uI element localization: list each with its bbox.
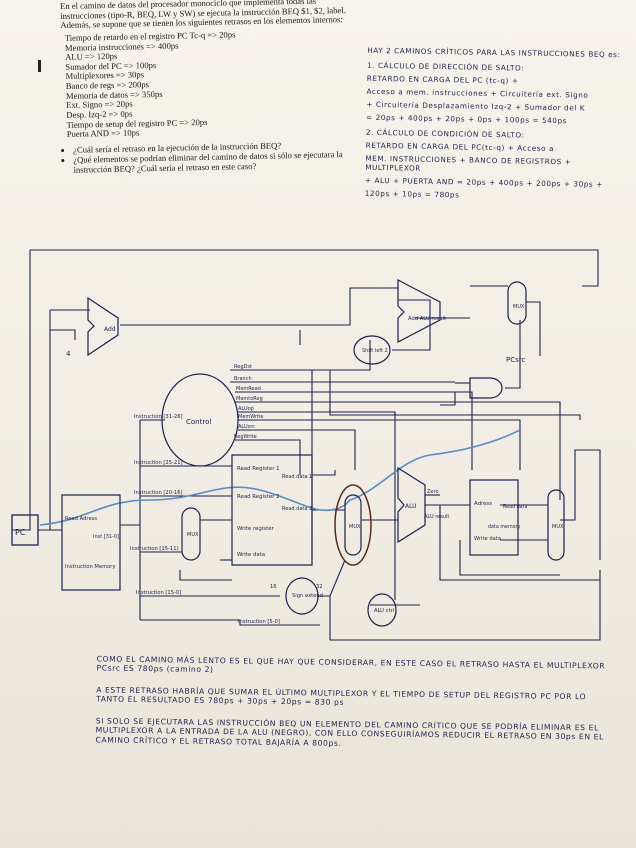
write-data: Write data <box>237 552 265 558</box>
read-register-1: Read Register 1 <box>237 466 280 472</box>
imem-read-address: Read Adress <box>65 516 97 522</box>
signal-label: Branch <box>234 376 252 382</box>
instr-field-label: Instruction [15-11] <box>130 546 179 552</box>
dmem-address: Adress <box>474 501 492 507</box>
instr-field-label: Instruction [20-16] <box>134 490 183 496</box>
pcsrc-mux <box>508 282 526 324</box>
pc-label: PC <box>15 528 26 537</box>
instr-field-label: Instruction [15-0] <box>136 590 181 596</box>
mux-label: MUX <box>552 524 564 530</box>
alu-result: ALU result <box>424 514 449 520</box>
bottom-handwritten-notes: COMO EL CAMINO MÁS LENTO ES EL QUE HAY Q… <box>95 654 612 764</box>
read-register-2: Read Register 2 <box>237 494 280 500</box>
signal-label: MemtoReg <box>236 396 263 402</box>
dmem-write-data: Write data <box>474 536 501 542</box>
write-register: Write register <box>237 526 275 532</box>
datapath-wires <box>12 250 600 640</box>
dmem-read-data: Read data <box>503 504 527 510</box>
signal-label: RegDst <box>234 364 252 370</box>
bits-16-label: 16 <box>270 584 277 590</box>
instr-field-label: Instruction [31-26] <box>134 414 183 420</box>
imem-label: Instruction Memory <box>65 564 116 570</box>
conclusion-total-delay: A ESTE RETRASO HABRÍA QUE SUMAR EL ÚLTIM… <box>96 685 612 711</box>
constant-four: 4 <box>66 350 71 358</box>
signal-label: RegWrite <box>234 434 257 440</box>
dmem-label: data memory <box>488 524 521 530</box>
sign-extend-label: Sign extend <box>292 593 323 599</box>
signal-label: ALUsrc <box>238 424 255 430</box>
alu-label: ALU <box>405 503 417 510</box>
mux-label: MUX <box>513 304 525 310</box>
imem-inst-output: Inst [31-0] <box>93 534 119 540</box>
instr-field-label: Instruction [25-21] <box>134 460 183 466</box>
read-data-2: Read data 2 <box>282 506 312 512</box>
shift-left-label: Shift left 2 <box>362 348 388 354</box>
pc-adder-label: Add <box>104 326 116 333</box>
mux-label: MUX <box>349 524 361 530</box>
critical-path-line <box>40 430 520 525</box>
alu-control-label: ALU ctrl <box>374 608 394 614</box>
signal-label: MemWrite <box>238 414 263 420</box>
and-gate <box>470 378 502 398</box>
bits-32-label: 32 <box>316 584 323 590</box>
signal-label: MemRead <box>236 386 261 392</box>
conclusion-beq-only: SI SOLO SE EJECUTARA LAS INSTRUCCIÓN BEQ… <box>95 716 611 752</box>
data-memory <box>470 480 518 555</box>
instruction-memory <box>62 495 120 590</box>
alu-zero: Zero <box>427 489 439 495</box>
signal-label: ALUop <box>238 406 254 412</box>
mux-label: MUX <box>187 532 199 538</box>
instr-field-label: Instruction [5-0] <box>238 619 280 625</box>
branch-adder-label: Add ALU result <box>408 316 446 322</box>
branch-adder <box>398 280 440 342</box>
control-label: Control <box>186 418 211 426</box>
pcsrc-label: PCsrc <box>506 356 525 364</box>
read-data-1: Read data 1 <box>282 474 312 480</box>
